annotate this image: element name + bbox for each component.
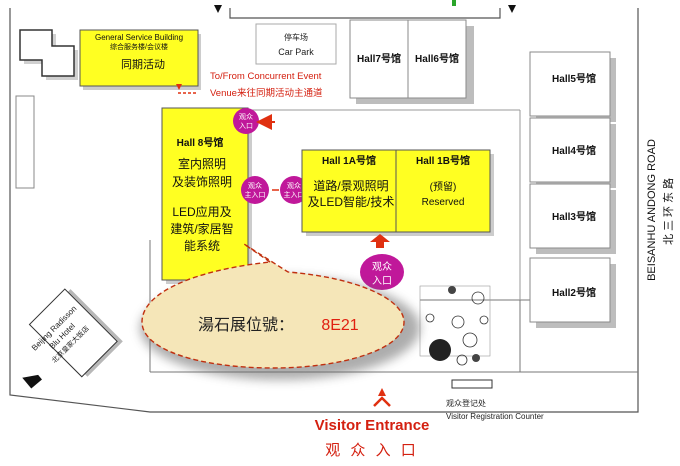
hall-8-visitor-entrance[interactable] — [233, 108, 259, 134]
up-arrow-icon — [370, 234, 390, 248]
radisson-hotel[interactable] — [28, 286, 123, 379]
gate-arrow-icon — [214, 5, 222, 13]
hall-8-line5: 能系统 — [184, 239, 220, 253]
hall-8-line4: 建筑/家居智 — [170, 221, 233, 236]
concurrent-event-label: 同期活动 — [121, 58, 165, 71]
hall-1a[interactable] — [301, 149, 397, 233]
hall-6[interactable] — [407, 19, 467, 99]
left-building — [15, 95, 35, 189]
hall-1b[interactable] — [395, 149, 491, 233]
car-park-cn: 停车场 — [284, 32, 308, 42]
right-halls — [529, 51, 616, 328]
road-name-en: BEISANHU ANDONG ROAD — [646, 139, 658, 281]
hall-3[interactable] — [529, 183, 611, 249]
hall-5[interactable] — [529, 51, 611, 117]
hall-4[interactable] — [529, 117, 611, 183]
hall-8-main-entrance[interactable] — [241, 176, 269, 204]
hall-2[interactable] — [529, 257, 611, 323]
concurrent-route-line1: To/From Concurrent Event — [210, 71, 322, 82]
registration-en: Visitor Registration Counter — [446, 412, 544, 421]
visitor-entrance-en: Visitor Entrance — [315, 417, 430, 434]
car-park[interactable] — [255, 23, 337, 65]
hall-1a-line2: 及LED智能/技术 — [308, 194, 395, 209]
concurrent-route-line2: Venue来往同期活动主通道 — [210, 87, 323, 99]
hall-8-title: Hall 8号馆 — [177, 136, 224, 149]
hall-8-line1: 室内照明 — [178, 156, 226, 171]
gate-arrow-icon — [508, 5, 516, 13]
hall-1a-main-entrance[interactable] — [280, 176, 308, 204]
main-entrance-bottom: 入口 — [372, 276, 392, 287]
north-marker-icon — [452, 0, 456, 6]
hall-3-label: Hall3号馆 — [552, 210, 596, 223]
booth-label: 湯石展位號： — [198, 316, 294, 334]
plaza-trees — [419, 285, 491, 366]
general-service-building — [19, 29, 75, 77]
car-park-en: Car Park — [278, 47, 314, 57]
entrance-arrow-icon — [378, 388, 386, 396]
hall-1a-line1: 道路/景观照明 — [313, 178, 388, 193]
hall-1a-title: Hall 1A号馆 — [322, 154, 376, 167]
hall-8-main-top: 观众 — [248, 182, 262, 190]
hall-8-entrance-bottom: 入口 — [239, 122, 253, 130]
general-service-cn: 综合服务楼/会议楼 — [110, 42, 168, 51]
visitor-entrance-cn: 观 众 入 口 — [325, 442, 419, 459]
registration-cn: 观众登记处 — [446, 398, 486, 408]
main-entrance-top: 观众 — [372, 261, 392, 273]
registration-counter[interactable] — [451, 379, 493, 389]
hall-1b-line2: Reserved — [422, 197, 465, 208]
hall-8-entrance-top: 观众 — [239, 113, 253, 121]
main-visitor-entrance[interactable] — [360, 254, 404, 290]
route-arrow-icon — [176, 84, 182, 90]
hall-8-line2: 及装饰照明 — [172, 175, 232, 189]
booth-number: 8E21 — [321, 317, 358, 334]
general-service-en: General Service Building — [95, 33, 183, 42]
booth-callout[interactable] — [141, 243, 405, 369]
hall-1a-main-bottom: 主入口 — [284, 190, 305, 199]
hall-5-label: Hall5号馆 — [552, 72, 596, 85]
hall-8-main-bottom: 主入口 — [245, 190, 266, 199]
hall-8-line3: LED应用及 — [172, 204, 231, 219]
hall-1b-line1: (预留) — [430, 180, 457, 193]
hall-1b-title: Hall 1B号馆 — [416, 154, 470, 167]
road-name-cn: 北三环东路 — [662, 175, 675, 245]
hall-8[interactable] — [161, 107, 249, 281]
hall-4-label: Hall4号馆 — [552, 144, 596, 157]
general-service-block[interactable] — [79, 29, 199, 87]
gate-arrow-icon — [22, 374, 42, 389]
hall-2-label: Hall2号馆 — [552, 286, 596, 299]
hall-1a-main-top: 观众 — [287, 182, 301, 190]
hall-7-label: Hall7号馆 — [357, 52, 401, 65]
hall-6-label: Hall6号馆 — [415, 52, 459, 65]
entrance-chevron-icon — [373, 396, 391, 407]
